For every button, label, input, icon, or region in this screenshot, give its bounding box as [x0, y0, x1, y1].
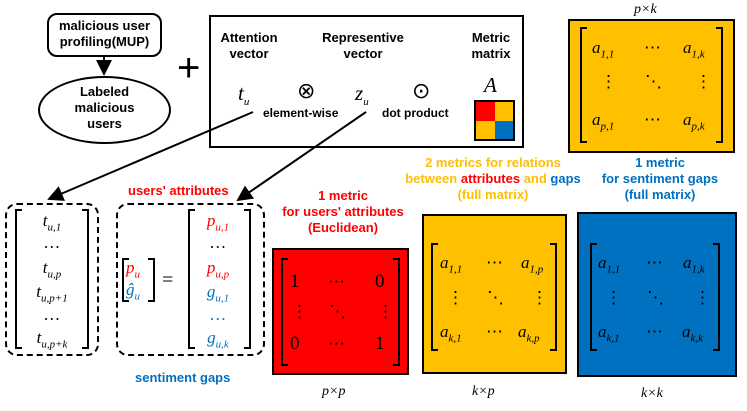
tu-arrow — [47, 111, 254, 201]
labeled-users-label: Labeled malicious users — [74, 84, 135, 131]
red-m-13: 0 — [375, 271, 385, 292]
pg-entry-6: gu,k — [207, 328, 229, 351]
red-m-31: 0 — [290, 333, 300, 354]
t-entry-3: tu,p — [42, 258, 62, 281]
labeled-users-ellipse — [38, 76, 171, 144]
pg-left-g: ĝu — [126, 280, 140, 303]
t-entry-4: tu,p+1 — [36, 282, 68, 305]
yellow-caption: 2 metrics for relations between attribut… — [405, 155, 581, 202]
attention-title: Attention vector — [220, 30, 278, 61]
red-caption: 1 metric for users' attributes (Euclidea… — [282, 188, 404, 235]
top-yellow-matrix — [568, 19, 735, 153]
red-m-21: ⋮ — [291, 302, 308, 321]
red-matrix-dim: p×p — [322, 384, 346, 399]
represent-title: Representive vector — [322, 30, 404, 61]
otimes-icon: ⊗ — [297, 79, 316, 104]
red-matrix — [272, 248, 409, 375]
plus-sign: + — [177, 46, 201, 90]
pg-entry-3: pu,p — [206, 258, 230, 281]
mup-label: malicious user profiling(MUP) — [58, 18, 151, 49]
yellow-matrix-dim: k×p — [472, 384, 495, 399]
t-entry-6: tu,p+k — [36, 328, 68, 351]
red-m-32: ⋯ — [328, 334, 345, 353]
represent-symbol: zu — [355, 81, 369, 109]
attention-symbol: tu — [238, 81, 250, 109]
vector-panel — [209, 15, 524, 148]
metric-title: Metric matrix — [471, 30, 511, 61]
pg-entry-2: … — [210, 233, 226, 252]
pg-entry-5: … — [210, 305, 226, 324]
t-entry-2: … — [44, 233, 60, 252]
metric-symbol: A — [484, 73, 497, 97]
zu-arrow — [236, 111, 367, 202]
metric-color-icon — [474, 100, 515, 141]
sentiment-gaps-label: sentiment gaps — [135, 370, 231, 385]
blue-matrix — [577, 212, 737, 377]
red-m-22: ⋱ — [329, 302, 346, 321]
blue-caption: 1 metric for sentiment gaps (full matrix… — [601, 155, 719, 202]
yellow-matrix — [422, 214, 567, 374]
element-wise-label: element-wise — [263, 106, 339, 120]
equals-sign: = — [162, 269, 174, 291]
t-vector-box — [5, 203, 99, 356]
blue-matrix-dim: k×k — [641, 386, 663, 401]
pg-left-p: pu — [126, 258, 140, 281]
red-m-23: ⋮ — [377, 302, 394, 321]
dot-product-label: dot product — [382, 106, 449, 120]
mup-box — [47, 13, 162, 57]
t-entry-1: tu,1 — [42, 211, 62, 234]
red-m-11: 1 — [290, 271, 300, 292]
pg-entry-4: gu,1 — [206, 282, 230, 305]
top-matrix-dim: p×k — [634, 2, 657, 17]
odot-icon: ⊙ — [412, 79, 431, 104]
red-m-12: ⋯ — [328, 272, 345, 291]
users-attributes-label: users' attributes — [128, 183, 229, 198]
red-m-33: 1 — [375, 333, 385, 354]
t-entry-5: … — [44, 305, 60, 324]
pg-vector-box — [116, 203, 265, 356]
pg-entry-1: pu,1 — [206, 211, 230, 234]
